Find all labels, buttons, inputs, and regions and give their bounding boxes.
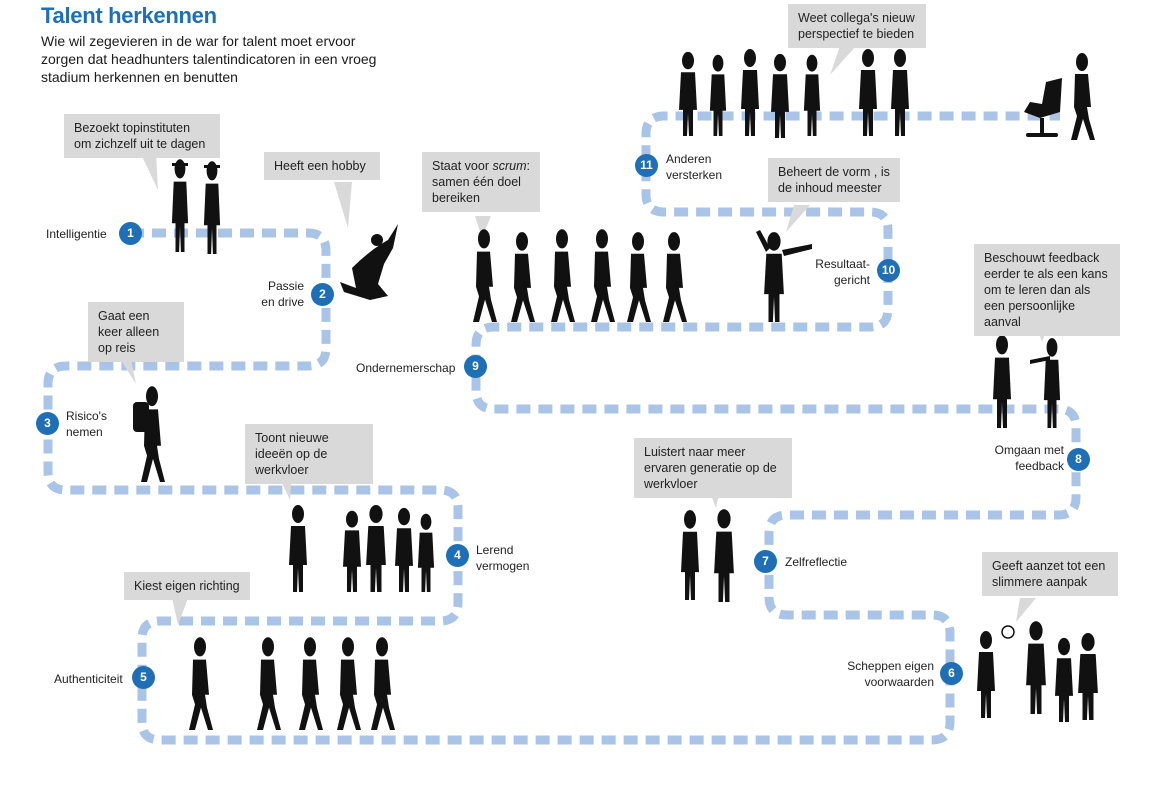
label-intelligentie: Intelligentie bbox=[46, 227, 107, 241]
bubble-8: Beschouwt feedback eerder te als een kan… bbox=[974, 244, 1120, 336]
bubble-9-em: scrum bbox=[492, 159, 527, 173]
bubble-2: Heeft een hobby bbox=[264, 152, 380, 180]
step-badge-10: 10 bbox=[877, 259, 900, 282]
step-badge-9: 9 bbox=[464, 355, 487, 378]
bubble-4: Toont nieuwe ideeën op de werkvloer bbox=[245, 424, 373, 484]
label-lerend: Lerend vermogen bbox=[476, 543, 530, 573]
bubble-11: Weet collega's nieuw perspectief te bied… bbox=[788, 4, 926, 48]
silhouettes bbox=[133, 49, 1098, 730]
page-subtitle: Wie wil zegevieren in de war for talent … bbox=[41, 33, 377, 85]
bubble-1: Bezoekt topinstituten om zichzelf uit te… bbox=[64, 114, 220, 158]
page-title: Talent herkennen bbox=[41, 3, 217, 28]
label-risico: Risico's nemen bbox=[66, 409, 107, 439]
label-resultaatgericht: Resultaat-gericht bbox=[815, 257, 870, 287]
step-badge-4: 4 bbox=[446, 544, 469, 567]
bubble-6: Geeft aanzet tot een slimmere aanpak bbox=[982, 552, 1118, 596]
bubble-9-pre: Staat voor bbox=[432, 159, 493, 173]
step-badge-8: 8 bbox=[1067, 448, 1090, 471]
label-anderen: Anderen versterken bbox=[666, 152, 723, 182]
bubble-tails bbox=[112, 46, 1050, 625]
label-feedback: Omgaan met feedback bbox=[994, 443, 1064, 473]
step-badge-2: 2 bbox=[311, 283, 334, 306]
label-passie: Passie en drive bbox=[261, 279, 304, 309]
bubble-7: Luistert naar meer ervaren generatie op … bbox=[634, 438, 792, 498]
talent-path bbox=[43, 111, 1081, 745]
step-badge-3: 3 bbox=[36, 412, 59, 435]
label-ondernemerschap: Ondernemerschap bbox=[356, 361, 456, 375]
step-badge-11: 11 bbox=[635, 154, 658, 177]
label-scheppen: Scheppen eigen voorwaarden bbox=[847, 659, 934, 689]
bubble-9-post: : samen één doel bereiken bbox=[432, 159, 530, 205]
bubble-5: Kiest eigen richting bbox=[124, 572, 250, 600]
label-zelfreflectie: Zelfreflectie bbox=[785, 555, 848, 569]
step-badge-6: 6 bbox=[940, 662, 963, 685]
bubble-3: Gaat een keer alleen op reis bbox=[88, 302, 184, 362]
step-badge-1: 1 bbox=[119, 222, 142, 245]
label-authenticiteit: Authenticiteit bbox=[54, 672, 123, 686]
step-badge-5: 5 bbox=[132, 666, 155, 689]
bubble-10: Beheert de vorm , is de inhoud meester bbox=[768, 158, 900, 202]
step-badge-7: 7 bbox=[754, 550, 777, 573]
bubble-9: Staat voor scrum: samen één doel bereike… bbox=[422, 152, 540, 212]
